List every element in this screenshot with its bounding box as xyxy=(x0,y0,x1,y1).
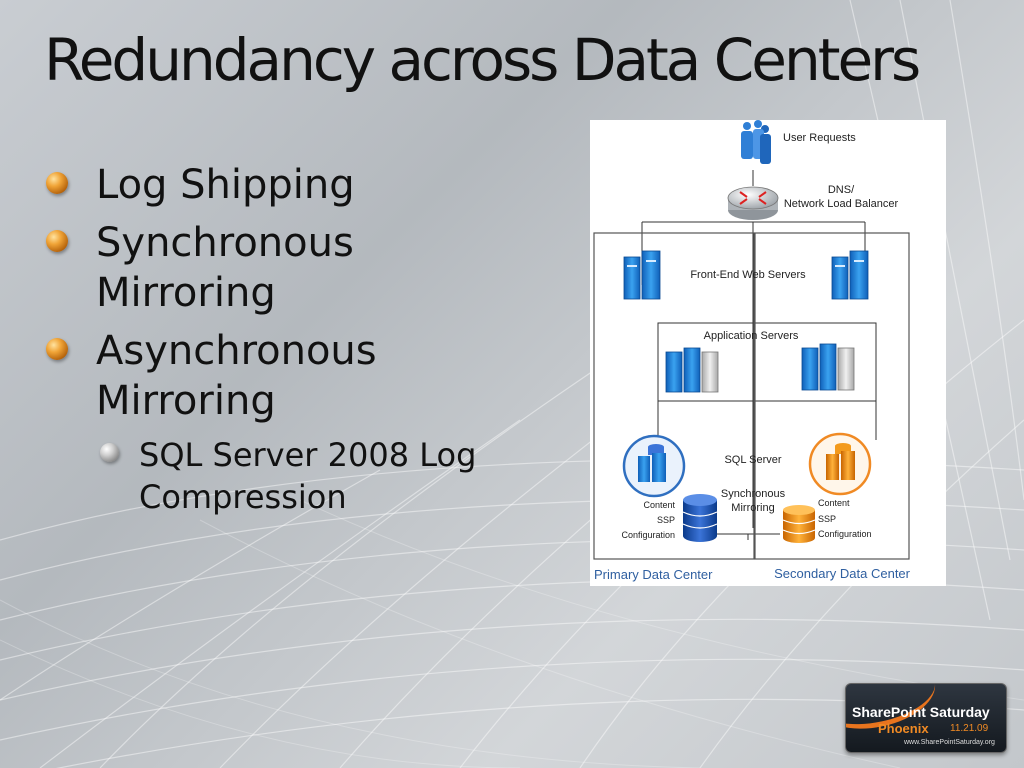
bullet-orb-icon xyxy=(46,230,68,252)
bullet-orb-icon xyxy=(46,172,68,194)
db-primary-ssp-label: SSP xyxy=(657,515,675,525)
database-secondary-icon xyxy=(782,505,816,543)
web-server-secondary-icon xyxy=(831,250,869,300)
network-load-balancer-label: Network Load Balancer xyxy=(784,198,899,210)
router-icon xyxy=(727,186,779,220)
web-server-primary-icon xyxy=(623,250,661,300)
bullet-log-shipping: Log Shipping xyxy=(44,160,544,210)
app-server-secondary-icon xyxy=(801,343,855,391)
architecture-diagram: User Requests DNS/ Network Load Balancer… xyxy=(590,120,946,586)
bullet-asynchronous-mirroring: Asynchronous Mirroring xyxy=(44,326,544,426)
sql-server-primary-icon xyxy=(622,434,686,498)
db-secondary-content-label: Content xyxy=(818,498,850,508)
bullet-text: Synchronous Mirroring xyxy=(96,220,354,316)
logo-url-text: www.SharePointSaturday.org xyxy=(904,739,995,746)
mirroring-label-line2: Mirroring xyxy=(731,502,774,514)
sub-bullet-text: SQL Server 2008 Log Compression xyxy=(139,436,477,516)
app-servers-label: Application Servers xyxy=(704,330,799,342)
logo-date-text: 11.21.09 xyxy=(950,723,989,734)
sub-bullet-log-compression: SQL Server 2008 Log Compression xyxy=(44,434,544,518)
user-requests-label: User Requests xyxy=(783,132,856,144)
database-primary-icon xyxy=(682,494,718,542)
users-icon xyxy=(741,120,771,164)
sql-server-label: SQL Server xyxy=(724,454,781,466)
db-secondary-ssp-label: SSP xyxy=(818,514,836,524)
secondary-dc-boundary xyxy=(754,232,910,560)
bullet-synchronous-mirroring: Synchronous Mirroring xyxy=(44,218,544,318)
front-end-label: Front-End Web Servers xyxy=(690,269,806,281)
db-primary-content-label: Content xyxy=(643,500,675,510)
sub-bullet-orb-icon xyxy=(100,443,119,462)
db-primary-configuration-label: Configuration xyxy=(621,530,675,540)
logo-city-text: Phoenix xyxy=(878,721,929,736)
primary-dc-label: Primary Data Center xyxy=(594,567,713,582)
bullet-text: Asynchronous Mirroring xyxy=(96,328,377,424)
sharepoint-saturday-logo: SharePoint Saturday Phoenix 11.21.09 www… xyxy=(845,683,1007,753)
primary-dc-boundary xyxy=(593,232,755,560)
bullet-list: Log Shipping Synchronous Mirroring Async… xyxy=(44,160,544,518)
slide-title: Redundancy across Data Centers xyxy=(44,26,921,94)
sql-server-secondary-icon xyxy=(808,432,872,496)
bullet-text: Log Shipping xyxy=(96,162,355,208)
dns-label: DNS/ xyxy=(828,184,855,196)
db-secondary-configuration-label: Configuration xyxy=(818,529,872,539)
app-server-primary-icon xyxy=(665,347,719,393)
secondary-dc-label: Secondary Data Center xyxy=(774,566,911,581)
bullet-orb-icon xyxy=(46,338,68,360)
logo-brand-text: SharePoint Saturday xyxy=(852,704,990,720)
mirroring-label-line1: Synchronous xyxy=(721,488,786,500)
